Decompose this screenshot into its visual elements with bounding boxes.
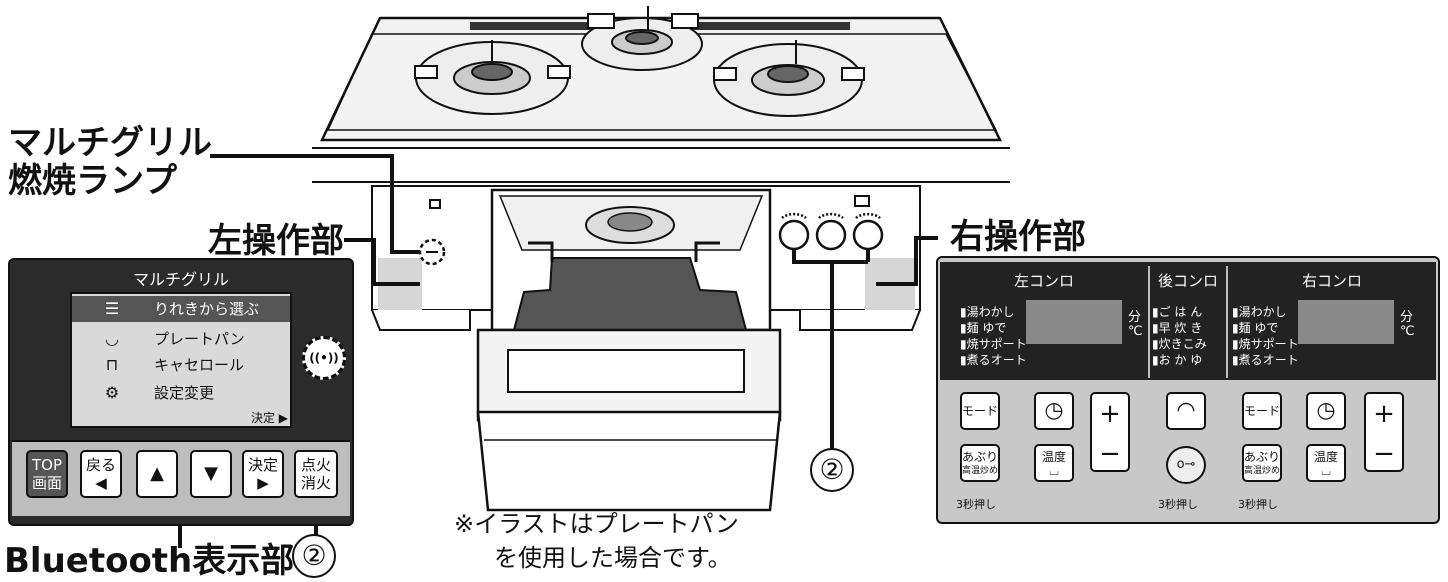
minus-icon: − (1099, 439, 1121, 469)
rear-item: ▮早 炊 き (1152, 321, 1203, 335)
multigrill-lamp-label-1: マルチグリル (8, 123, 212, 163)
menu-item-label: 設定変更 (154, 384, 215, 402)
divider (1148, 266, 1150, 378)
right-timer-button[interactable]: ◷ (1306, 392, 1346, 430)
rear-burner-header: 後コンロ (1157, 272, 1218, 290)
callout-2-left: ② (292, 534, 336, 578)
rear-burner (581, 6, 703, 71)
top-screen-button[interactable]: TOP 画面 (26, 450, 68, 498)
right-display (1298, 300, 1394, 344)
right-item: ▮湯わかし (1232, 305, 1287, 319)
lock-button[interactable]: o⊸ (1166, 446, 1206, 484)
menu-item-label: プレートパン (154, 330, 245, 348)
right-item: ▮焼サポート (1232, 337, 1299, 351)
left-control-label: 左操作部 (208, 221, 344, 261)
right-three-sec-hint: 3秒押し (1238, 498, 1278, 511)
callout-2-right: ② (810, 448, 854, 492)
plus-icon: + (1099, 399, 1121, 429)
down-button[interactable]: ▼ (190, 450, 232, 498)
right-burner (713, 40, 865, 117)
decide-button[interactable]: 決定 ▶ (242, 450, 284, 498)
left-mode-button[interactable]: モード (960, 392, 1000, 430)
left-unit-c: ℃ (1128, 324, 1143, 339)
rear-three-sec-hint: 3秒押し (1158, 498, 1198, 511)
decide-hint: 決定 ▶ (250, 411, 288, 425)
left-item: ▮湯わかし (960, 305, 1015, 319)
menu-item-casserole[interactable]: ⊓ キャセロール (72, 352, 290, 378)
right-temp-button[interactable]: 温度 ⌴ (1306, 444, 1346, 482)
left-unit-min: 分 (1128, 310, 1142, 325)
right-item: ▮麺 ゆで (1232, 321, 1279, 335)
left-panel-title: マルチグリル (132, 270, 229, 289)
left-item: ▮麺 ゆで (960, 321, 1007, 335)
casserole-icon: ⊓ (105, 355, 119, 374)
right-mode-button[interactable]: モード (1242, 392, 1282, 430)
bluetooth-display-label: Bluetooth表示部 (4, 541, 295, 581)
front-knobs (778, 212, 884, 251)
note-line-1: ※イラストはプレートパン (454, 510, 739, 538)
rear-item: ▮炊きこみ (1152, 337, 1207, 351)
right-aburi-button[interactable]: あぶり 高温炒め (1242, 444, 1282, 482)
left-aburi-button[interactable]: あぶり 高温炒め (960, 444, 1000, 482)
left-three-sec-hint: 3秒押し (956, 498, 996, 511)
note-line-2: を使用した場合です。 (494, 544, 732, 572)
divider (1226, 266, 1228, 378)
up-button[interactable]: ▲ (136, 450, 178, 498)
menu-item-plate-pan[interactable]: ◡ プレートパン (72, 326, 290, 352)
left-burner (414, 40, 571, 115)
back-button[interactable]: 戻る ◀ (80, 450, 122, 498)
rear-item: ▮お か ゆ (1152, 353, 1203, 367)
rice-button[interactable]: ◠ (1166, 392, 1206, 430)
menu-item-settings[interactable]: ⚙ 設定変更 (72, 380, 290, 406)
left-button-bar (12, 440, 350, 516)
right-item: ▮煮るオート (1232, 353, 1299, 367)
menu-item-label: りれきから選ぶ (154, 300, 260, 318)
menu-item-history[interactable]: ☰ りれきから選ぶ (72, 296, 290, 322)
plate-pan-icon: ◡ (105, 329, 119, 348)
settings-icon: ⚙ (104, 383, 120, 402)
left-item: ▮焼サポート (960, 337, 1027, 351)
right-control-label: 右操作部 (950, 217, 1086, 257)
right-plus-minus-button[interactable]: + − (1364, 392, 1404, 472)
right-unit-min: 分 (1400, 310, 1414, 325)
left-display (1026, 300, 1122, 344)
bluetooth-icon: ((•)) (302, 336, 346, 380)
multigrill-lamp-label-2: 燃焼ランプ (8, 161, 177, 201)
rear-item: ▮ご は ん (1152, 305, 1203, 319)
minus-icon: − (1373, 439, 1395, 469)
right-burner-header: 右コンロ (1301, 272, 1362, 290)
left-temp-button[interactable]: 温度 ⌴ (1034, 444, 1074, 482)
ignite-extinguish-button[interactable]: 点火 消火 (294, 450, 338, 498)
menu-item-label: キャセロール (154, 356, 245, 374)
right-unit-c: ℃ (1400, 324, 1415, 339)
left-timer-button[interactable]: ◷ (1034, 392, 1074, 430)
left-item: ▮煮るオート (960, 353, 1027, 367)
plus-icon: + (1373, 399, 1395, 429)
left-burner-header: 左コンロ (1013, 272, 1074, 290)
left-plus-minus-button[interactable]: + − (1090, 392, 1130, 472)
list-icon: ☰ (104, 299, 120, 318)
